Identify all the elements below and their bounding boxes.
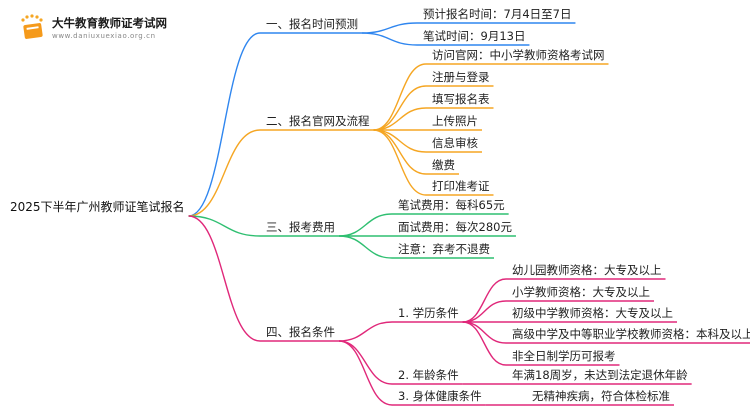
branch-2-item: 信息审核 [432, 136, 478, 150]
leaf-connector [338, 235, 393, 259]
education-item: 非全日制学历可报考 [512, 349, 616, 363]
branch-2-item: 访问官网：中小学教师资格考试网 [432, 48, 605, 62]
root-connector [188, 32, 261, 217]
branch-3-item: 笔试费用：每科65元 [398, 198, 505, 212]
sub-connector [338, 340, 393, 406]
leaf-connector [462, 278, 507, 323]
branch-3-item: 注意：弃考不退费 [398, 242, 490, 256]
education-item: 初级中学教师资格：大专及以上 [512, 306, 673, 320]
branch-1-item: 预计报名时间：7月4日至7日 [423, 7, 572, 21]
leaf-connector [373, 63, 427, 131]
branch-2-item: 打印准考证 [432, 179, 490, 193]
condition-education: 1. 学历条件 [398, 306, 459, 320]
root-connector [188, 215, 261, 342]
root-topic: 2025下半年广州教师证笔试报名 [10, 200, 185, 214]
leaf-connector [361, 32, 418, 46]
age-item: 年满18周岁，未达到法定退休年龄 [512, 368, 688, 382]
health-item: 无精神疾病，符合体检标准 [532, 389, 670, 403]
condition-age: 2. 年龄条件 [398, 368, 459, 382]
branch-3-topic: 三、报考费用 [266, 220, 335, 234]
leaf-connector [373, 129, 427, 153]
leaf-connector [361, 22, 418, 34]
leaf-connector [373, 129, 427, 196]
logo-title: 大牛教育教师证考试网 [52, 16, 167, 30]
sub-connector [338, 340, 393, 385]
branch-3-item: 面试费用：每次280元 [398, 220, 512, 234]
leaf-connector [462, 300, 507, 323]
root-connector [188, 129, 261, 217]
branch-2-item: 上传照片 [432, 114, 478, 128]
condition-health: 3. 身体健康条件 [398, 389, 482, 403]
branch-1-topic: 一、报名时间预测 [266, 17, 358, 31]
sub-connector [338, 321, 393, 342]
education-item: 幼儿园教师资格：大专及以上 [512, 263, 662, 277]
leaf-connector [462, 321, 507, 366]
leaf-connector [373, 85, 427, 131]
education-item: 高级中学及中等职业学校教师资格：本科及以上 [512, 327, 750, 341]
leaf-connector [373, 129, 427, 175]
education-item: 小学教师资格：大专及以上 [512, 285, 650, 299]
branch-4-topic: 四、报名条件 [266, 325, 335, 339]
logo-book-icon [18, 14, 48, 42]
leaf-connector [338, 213, 393, 237]
root-connector [188, 215, 261, 237]
leaf-connector [462, 321, 507, 344]
logo-url: www.daniuxuexiao.org.cn [52, 32, 156, 40]
branch-2-topic: 二、报名官网及流程 [266, 114, 370, 128]
branch-2-item: 注册与登录 [432, 70, 490, 84]
branch-2-item: 填写报名表 [432, 92, 490, 106]
branch-2-item: 缴费 [432, 158, 455, 172]
leaf-connector [373, 107, 427, 131]
branch-1-item: 笔试时间：9月13日 [423, 29, 526, 43]
